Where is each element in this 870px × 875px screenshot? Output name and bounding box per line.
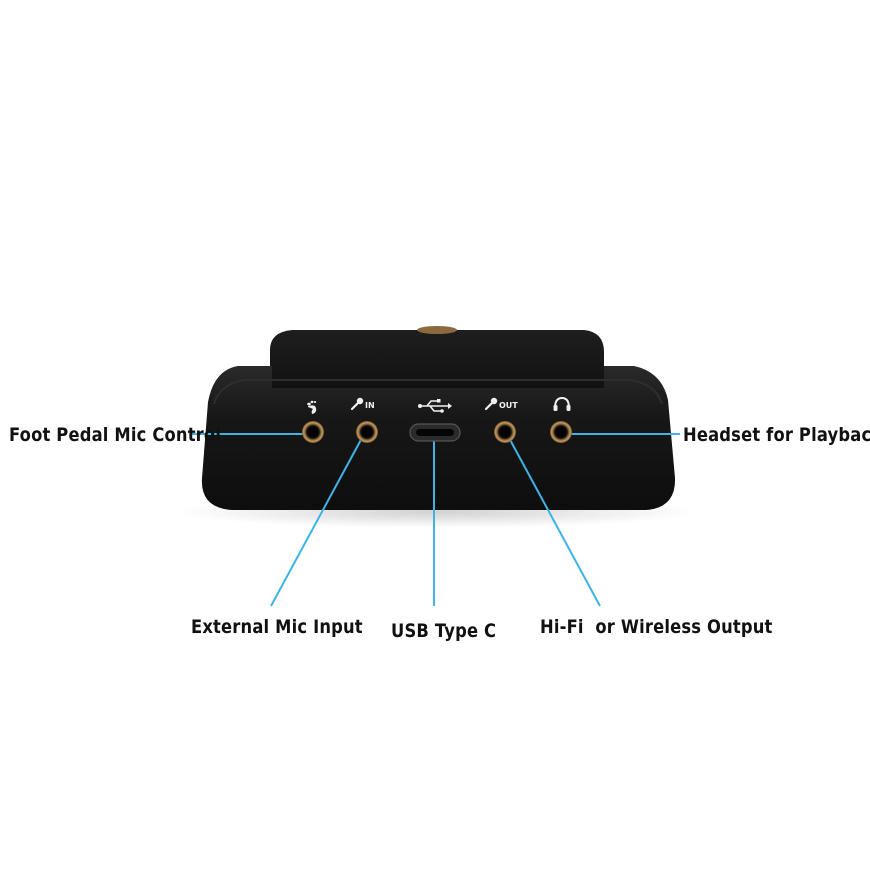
headset-callout-label: Headset for Playback: [683, 424, 870, 446]
device-edge-highlight: [213, 379, 663, 405]
jack-hole: [556, 427, 566, 437]
jack-hole: [500, 427, 510, 437]
jack-hole: [308, 427, 318, 437]
foot-pedal-callout-label: Foot Pedal Mic Control: [9, 424, 222, 446]
callout-line-external-mic: [270, 435, 364, 607]
headphones-icon: [553, 396, 571, 411]
foot-icon: [307, 400, 317, 414]
usb-icon: [418, 399, 452, 413]
mic-out-port-label: OUT: [499, 401, 518, 410]
callout-lines: [191, 433, 680, 607]
jack-hole: [362, 427, 372, 437]
external-mic-callout-label: External Mic Input: [191, 616, 363, 638]
usb-callout-label: USB Type C: [391, 620, 497, 642]
hifi-callout-label: Hi-Fi or Wireless Output: [540, 616, 773, 638]
device-top-section: [270, 330, 604, 390]
callout-line-hifi: [507, 435, 601, 607]
top-screw: [417, 326, 457, 334]
microphone-icon: [484, 397, 498, 411]
usb-c-slot: [416, 429, 454, 436]
microphone-icon: [350, 397, 364, 411]
mic-in-port-label: IN: [365, 401, 375, 410]
